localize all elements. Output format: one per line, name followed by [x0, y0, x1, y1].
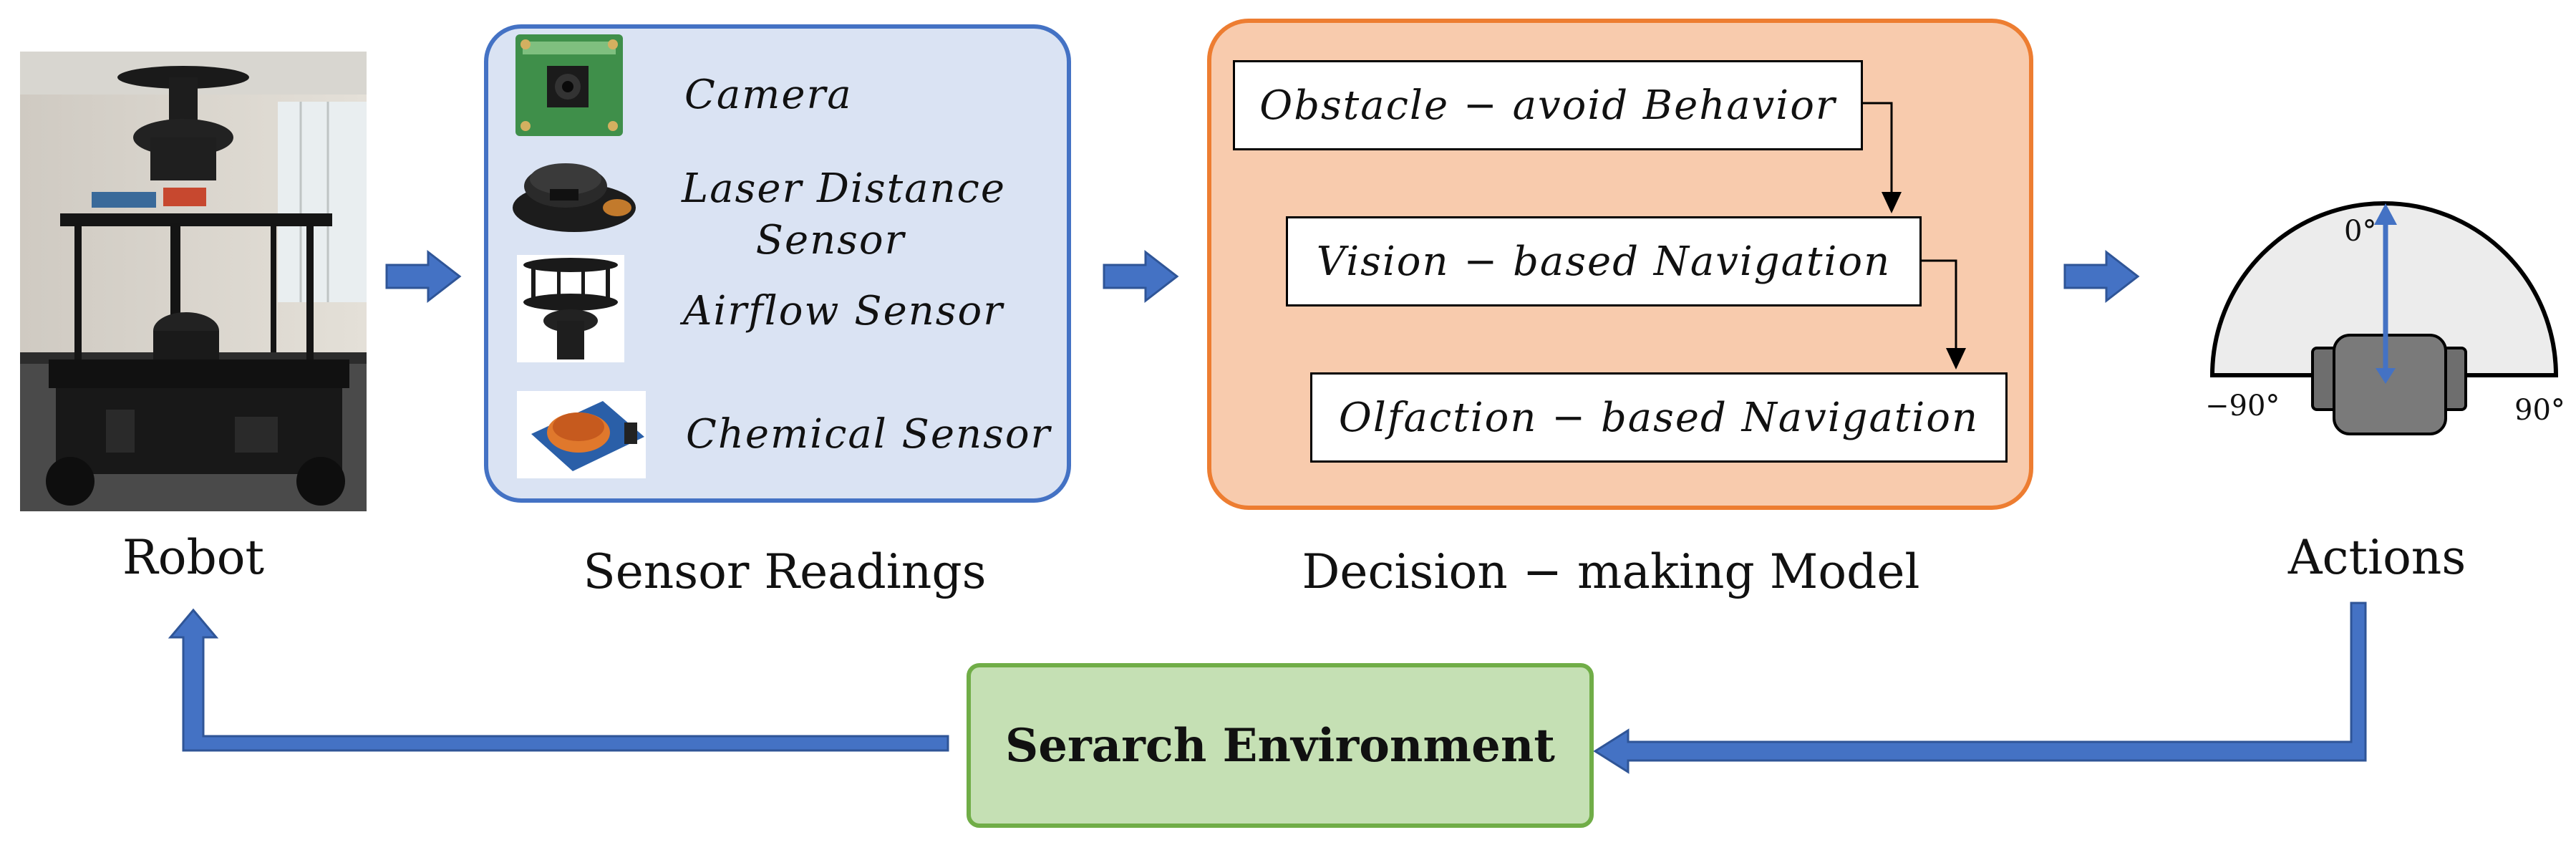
search-environment-box: Serarch Environment [967, 663, 1594, 828]
sensor-label-camera: Camera [684, 72, 853, 118]
angle-label-minus-90: −90° [2205, 390, 2280, 422]
raspberry-pi-camera-icon [515, 34, 623, 136]
behavior-connectors [1863, 102, 1966, 370]
behavior-olfaction-navigation: Olfaction − based Navigation [1310, 372, 2008, 463]
sensor-label-chemical: Chemical Sensor [686, 411, 1052, 458]
angle-label-zero: 0° [2344, 215, 2377, 248]
angle-label-90: 90° [2514, 394, 2565, 427]
arrow-decision-to-actions [2063, 249, 2140, 304]
arrow-sensors-to-decision [1103, 249, 1179, 304]
robot-photo [20, 52, 367, 511]
search-environment-label: Serarch Environment [1005, 718, 1555, 773]
arrow-robot-to-sensors [385, 249, 462, 304]
action-space-diagram [2209, 201, 2559, 435]
sensor-readings-caption: Sensor Readings [583, 544, 987, 599]
decision-model-panel: Obstacle − avoid Behavior Vision − based… [1207, 19, 2033, 510]
lidar-icon [513, 163, 636, 232]
anemometer-icon [517, 255, 624, 362]
robot-caption: Robot [122, 530, 264, 585]
actions-caption: Actions [2287, 530, 2466, 585]
decision-model-caption: Decision − making Model [1302, 544, 1920, 599]
sensor-readings-panel: Camera Laser Distance Sensor Airflow Sen… [484, 24, 1071, 503]
behavior-vision-navigation: Vision − based Navigation [1286, 216, 1922, 306]
sensor-label-airflow: Airflow Sensor [683, 288, 1004, 334]
behavior-obstacle-avoid: Obstacle − avoid Behavior [1233, 60, 1863, 150]
gas-sensor-icon [517, 391, 646, 478]
sensor-label-laser-distance: Laser Distance Sensor [682, 165, 1007, 264]
